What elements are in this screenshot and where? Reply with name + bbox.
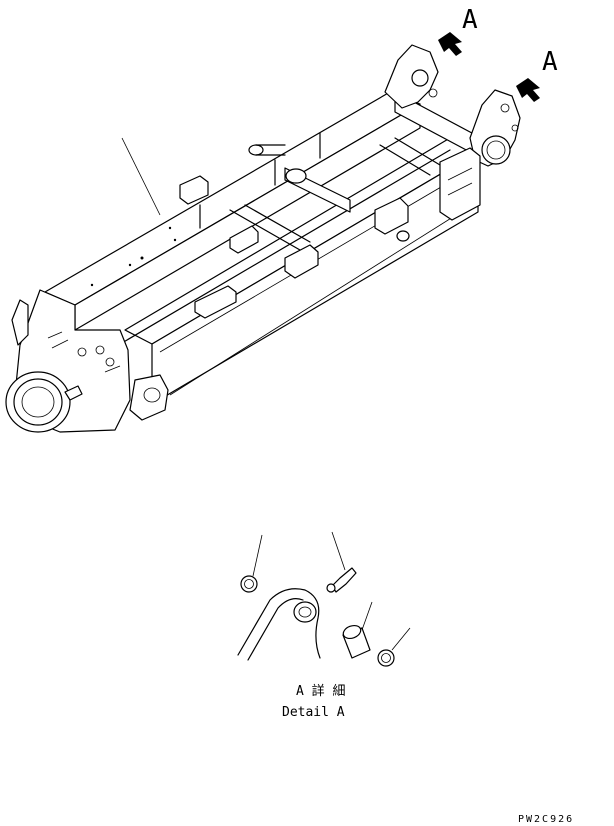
detail-grease-fitting	[331, 567, 357, 593]
rivet	[173, 238, 177, 242]
arrow-right-icon	[516, 78, 540, 102]
rivet	[90, 283, 94, 287]
idler-bore-inner	[486, 140, 506, 160]
mount-block	[229, 225, 259, 254]
figure-id: PW2C926	[518, 814, 574, 825]
rear-bracket-left	[384, 44, 439, 109]
leader-bushing	[361, 601, 373, 631]
detail-caption-en: Detail A	[282, 705, 345, 720]
bracket-hole	[411, 69, 429, 87]
housing-lug	[129, 374, 169, 421]
washer-hole	[381, 653, 391, 663]
housing-bolt	[95, 345, 105, 355]
leader-fitting	[331, 531, 346, 571]
inner-brace	[379, 137, 441, 176]
detail-washer-right	[377, 649, 395, 667]
bracket-hole-small	[511, 124, 519, 132]
track-frame	[5, 44, 521, 433]
cover-detail	[447, 167, 473, 196]
boss-pin	[396, 230, 410, 242]
hub-ring-inner	[13, 378, 63, 426]
rib-line	[169, 204, 473, 396]
beam-post	[199, 132, 321, 229]
rivet	[128, 263, 132, 267]
view-marker-right: A	[542, 47, 558, 77]
detail-a-view: A 詳 細 Detail A	[237, 531, 411, 720]
bracket-hole-small	[428, 88, 438, 98]
right-boss	[374, 197, 409, 235]
housing-detail	[47, 331, 121, 373]
rivet	[168, 226, 172, 230]
part-leader-line	[121, 137, 161, 216]
housing-bolt	[77, 347, 87, 357]
view-arrow-left: A	[438, 5, 478, 56]
housing-bolt	[105, 357, 115, 367]
shaft-end	[248, 144, 264, 156]
leader-washer-left	[252, 534, 263, 577]
detail-washer-left	[240, 575, 258, 593]
leader-washer-right	[391, 627, 411, 651]
hub-bore	[21, 386, 55, 418]
detail-bore	[293, 601, 317, 623]
mount-block	[194, 285, 237, 319]
bushing-end	[342, 624, 362, 640]
detail-bracket-arm	[237, 588, 321, 659]
lug-hole	[143, 387, 161, 403]
washer-hole	[244, 579, 254, 589]
mid-brace	[229, 204, 311, 251]
housing-fitting	[64, 385, 83, 401]
cross-tube-end	[285, 168, 307, 184]
mount-block	[284, 244, 319, 279]
bracket-hole-small	[500, 103, 510, 113]
shaft	[255, 144, 286, 156]
arrow-left-icon	[438, 32, 462, 56]
idler-bore	[481, 135, 511, 165]
mount-block	[179, 175, 209, 205]
rivet	[140, 256, 144, 260]
rear-cover	[439, 147, 481, 221]
detail-bracket-arm-inner	[247, 598, 304, 661]
detail-caption-jp: A 詳 細	[296, 683, 345, 699]
fitting-nipple	[326, 583, 336, 593]
view-marker-left: A	[462, 5, 478, 35]
detail-bore-inner	[298, 606, 312, 618]
view-arrow-right: A	[516, 47, 558, 102]
front-flange-plate	[11, 299, 29, 346]
